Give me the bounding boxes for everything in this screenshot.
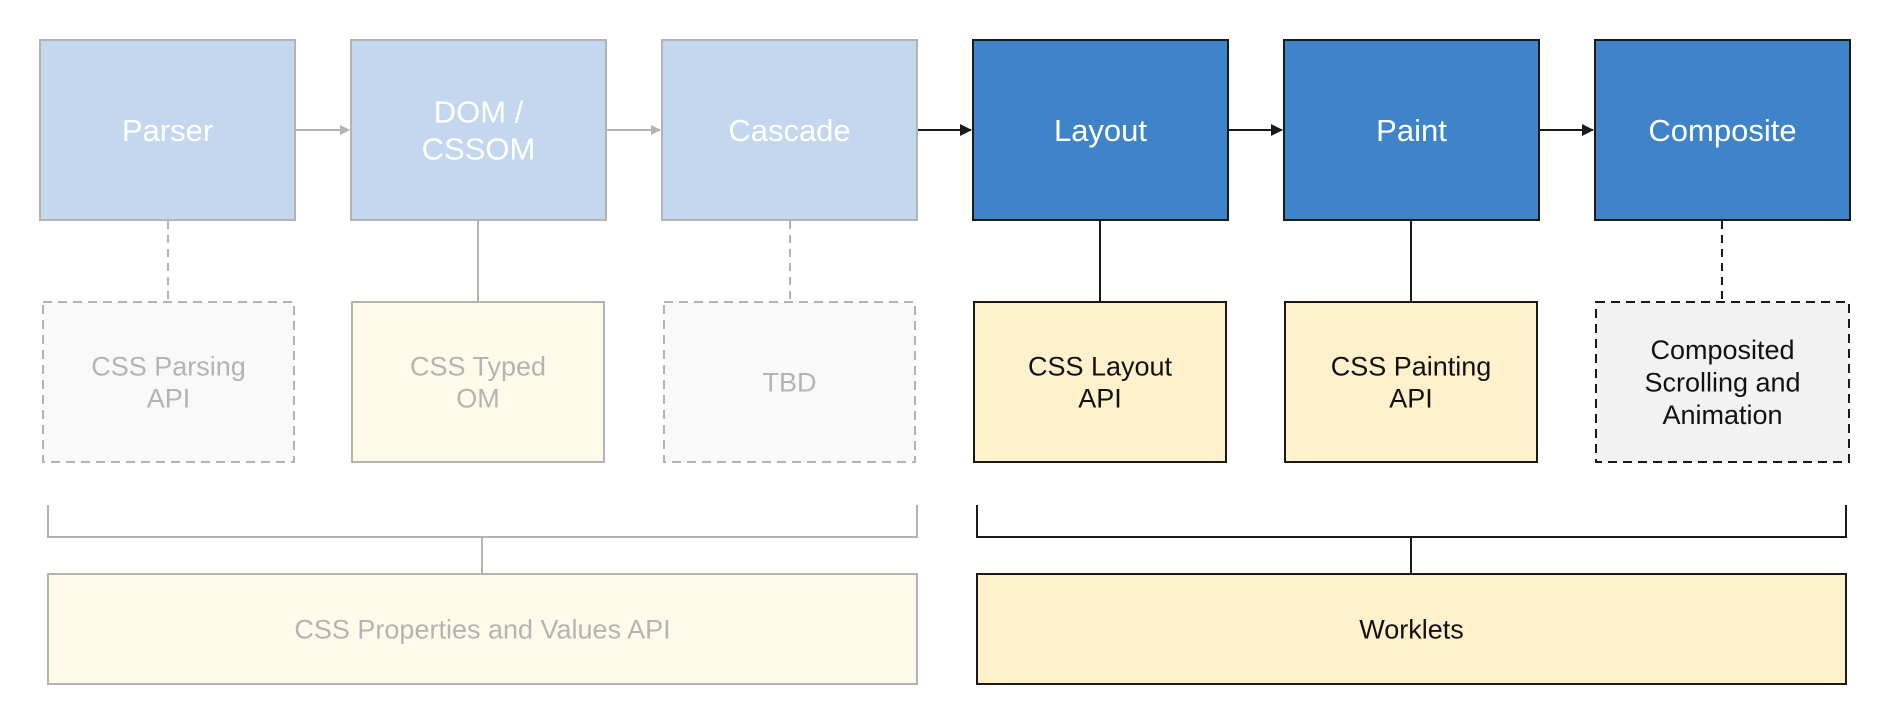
- label-line: Composited: [1650, 335, 1794, 365]
- stage-parser: Parser: [39, 39, 296, 221]
- group-worklets: Worklets: [976, 573, 1847, 685]
- label-line: TBD: [763, 367, 817, 397]
- label-line: CSS Painting: [1331, 351, 1492, 381]
- label-line: Composite: [1648, 113, 1796, 148]
- group-label: CSS Properties and Values API: [294, 614, 670, 644]
- label-line: Parser: [122, 113, 213, 148]
- api-tbd: TBD: [663, 301, 916, 463]
- bracket-properties: [47, 505, 918, 573]
- stage-cascade: Cascade: [661, 39, 918, 221]
- label-line: API: [1389, 384, 1433, 414]
- label-line: Paint: [1376, 113, 1447, 148]
- group-label: Worklets: [1359, 614, 1464, 644]
- label-line: CSS Typed: [410, 351, 546, 381]
- stage-label: Cascade: [728, 113, 850, 148]
- stage-label: DOM /CSSOM: [422, 94, 536, 166]
- stage-label: Paint: [1376, 113, 1447, 148]
- label-line: Animation: [1662, 400, 1782, 430]
- bracket-worklets: [976, 505, 1847, 573]
- label-line: Scrolling and: [1644, 367, 1800, 397]
- stage-layout: Layout: [972, 39, 1229, 221]
- label-line: Layout: [1054, 113, 1147, 148]
- api-label: TBD: [763, 367, 817, 397]
- label-line: Worklets: [1359, 614, 1464, 644]
- stage-label: Layout: [1054, 113, 1147, 148]
- label-line: API: [1078, 384, 1122, 414]
- label-line: Cascade: [728, 113, 850, 148]
- stage-paint: Paint: [1283, 39, 1540, 221]
- stage-label: Parser: [122, 113, 213, 148]
- label-line: CSSOM: [422, 131, 536, 166]
- label-line: CSS Layout: [1028, 351, 1173, 381]
- label-line: CSS Properties and Values API: [294, 614, 670, 644]
- stage-composite: Composite: [1594, 39, 1851, 221]
- stage-dom-cssom: DOM /CSSOM: [350, 39, 607, 221]
- label-line: OM: [456, 384, 500, 414]
- stage-label: Composite: [1648, 113, 1796, 148]
- group-css-properties-values: CSS Properties and Values API: [47, 573, 918, 685]
- label-line: DOM /: [434, 94, 524, 129]
- label-line: CSS Parsing: [91, 351, 246, 381]
- label-line: API: [147, 384, 191, 414]
